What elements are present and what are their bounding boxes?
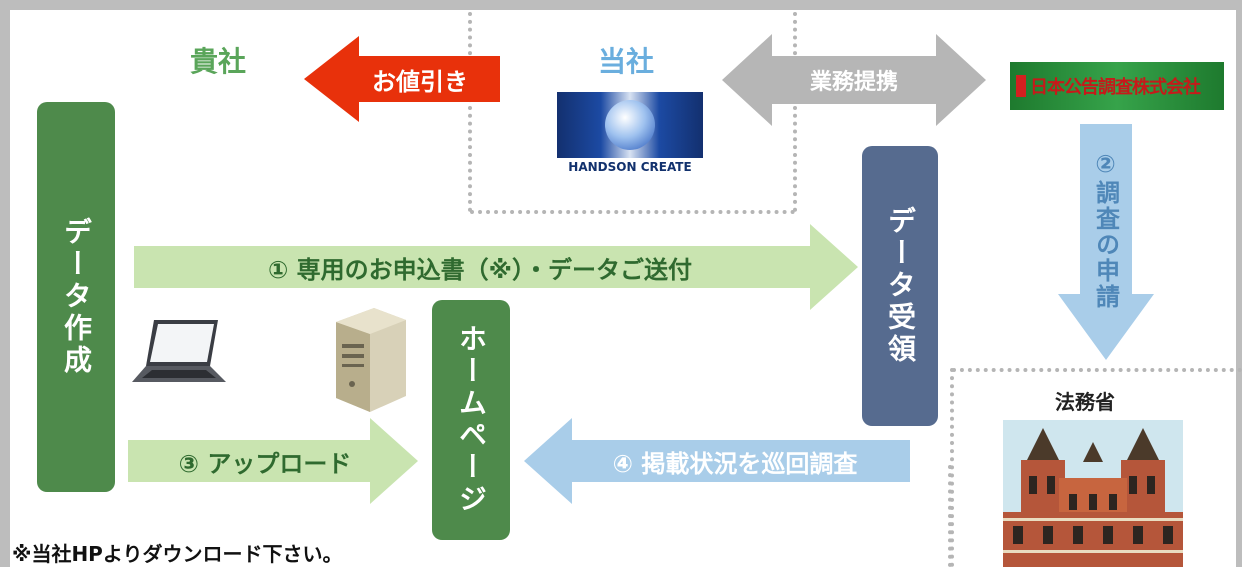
discount-arrow [304,36,500,122]
step2-arrow [1058,124,1154,360]
handson-logo-text: HANDSON CREATE [568,160,692,174]
partnership-label: 業務提携 [809,70,898,95]
nihon-logo-mark [1016,75,1026,97]
divider-company-bottom [470,210,795,214]
handson-logo-mark [557,92,703,158]
ministry-label: 法務省 [1055,390,1115,414]
nihon-logo: 日本公告調査株式会社 [1010,62,1224,110]
nihon-logo-text: 日本公告調査株式会社 [1030,77,1201,98]
discount-label: お値引き [372,67,468,96]
company-heading: 当社 [598,45,655,78]
divider-ministry-top [952,368,1242,372]
step3-arrow [128,418,418,504]
step3-label: ③ アップロード [178,449,352,478]
data-receive-box: データ受領 [862,146,938,426]
footnote: ※当社HPよりダウンロード下さい。 [12,542,343,566]
divider-company-right [793,12,797,212]
data-create-box: データ作成 [37,102,115,492]
server-icon [336,308,406,412]
laptop-icon [132,320,226,382]
divider-company-left [468,12,472,212]
partnership-arrow [722,34,986,126]
step4-arrow [524,418,910,504]
handson-logo: HANDSON CREATE [557,92,703,182]
client-heading: 貴社 [190,45,247,78]
step1-label: ① 専用のお申込書（※）・データご送付 [267,255,692,284]
step2-label: ②調査の申請 [1091,150,1120,310]
divider-ministry-left [950,368,954,567]
ministry-building-image [1003,420,1183,567]
step1-arrow [134,224,858,310]
homepage-box: ホームページ [432,300,510,540]
step4-label: ④ 掲載状況を巡回調査 [612,449,858,478]
